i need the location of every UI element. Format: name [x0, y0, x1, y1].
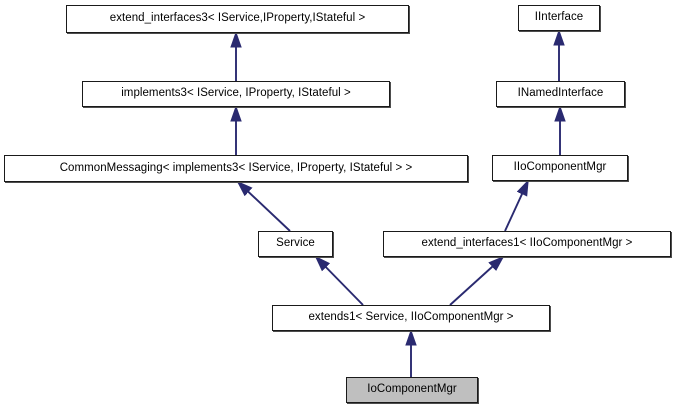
inheritance-edges — [236, 31, 560, 377]
inheritance-edge-extend_interfaces1-to-iiocomponentmgr — [504, 181, 529, 232]
class-node-iocomponentmgr[interactable]: IoComponentMgr — [346, 377, 478, 403]
class-node-implements3[interactable]: implements3< IService, IProperty, IState… — [82, 81, 390, 107]
class-node-label: extend_interfaces1< IIoComponentMgr > — [421, 237, 633, 250]
inheritance-edge-extends1-to-extend_interfaces1 — [449, 257, 503, 306]
class-node-label: IoComponentMgr — [367, 383, 457, 396]
class-node-label: IIoComponentMgr — [513, 161, 607, 174]
class-node-label: IInterface — [534, 11, 584, 24]
class-node-extends1[interactable]: extends1< Service, IIoComponentMgr > — [272, 305, 550, 331]
class-node-label: Service — [276, 237, 315, 250]
class-node-label: extends1< Service, IIoComponentMgr > — [308, 311, 514, 324]
class-node-iinterface[interactable]: IInterface — [518, 5, 600, 31]
class-node-inamedinterface[interactable]: INamedInterface — [496, 81, 625, 107]
class-node-label: CommonMessaging< implements3< IService, … — [59, 161, 413, 174]
class-node-extend_interfaces1[interactable]: extend_interfaces1< IIoComponentMgr > — [383, 231, 671, 257]
class-node-iiocomponentmgr[interactable]: IIoComponentMgr — [492, 155, 628, 181]
class-node-label: INamedInterface — [517, 87, 604, 100]
class-node-service[interactable]: Service — [258, 231, 333, 257]
class-node-label: implements3< IService, IProperty, IState… — [121, 87, 351, 100]
class-node-commonmessaging[interactable]: CommonMessaging< implements3< IService, … — [4, 155, 468, 182]
class-node-label: extend_interfaces3< IService,IProperty,I… — [109, 12, 366, 25]
class-node-extend_interfaces3[interactable]: extend_interfaces3< IService,IProperty,I… — [66, 5, 409, 33]
inheritance-edge-service-to-commonmessaging — [238, 182, 291, 232]
inheritance-edge-extends1-to-service — [316, 257, 364, 306]
